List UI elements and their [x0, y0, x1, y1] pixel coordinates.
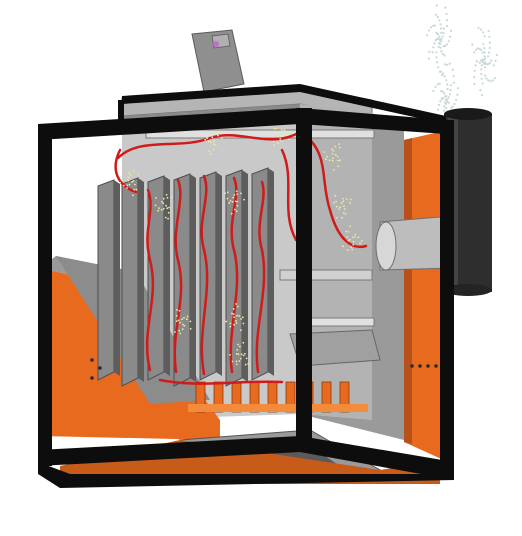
spark-cluster — [119, 170, 140, 197]
fin — [173, 173, 196, 387]
flue-connector-end — [375, 221, 397, 271]
spark-cluster — [174, 309, 192, 335]
middle-pipe — [279, 269, 373, 281]
fuel-hatch — [191, 29, 245, 93]
vent-hole — [426, 364, 430, 368]
grate-rail — [188, 404, 368, 412]
smoke-puff — [426, 4, 453, 77]
heat-exchanger-fins — [97, 167, 274, 387]
spark-cluster — [333, 194, 352, 219]
vent-hole — [90, 358, 94, 362]
flame-path — [158, 378, 284, 385]
spark-cluster — [224, 190, 245, 215]
fin — [121, 177, 144, 387]
fin — [251, 167, 274, 381]
spark-cluster — [229, 341, 250, 366]
flame-path — [114, 148, 138, 194]
spark-cluster — [323, 143, 341, 171]
vent-hole — [98, 366, 102, 370]
vent-holes — [90, 358, 438, 380]
fin — [199, 171, 222, 381]
flame-path — [200, 174, 209, 376]
hatch-knob — [213, 41, 219, 47]
flame-path — [145, 188, 155, 372]
vent-hole — [418, 364, 422, 368]
flame-path — [280, 148, 298, 242]
vent-hole — [434, 364, 438, 368]
flame-path — [298, 130, 368, 249]
fin — [225, 169, 248, 387]
fin — [147, 175, 170, 381]
vent-hole — [90, 376, 94, 380]
spark-cluster — [225, 303, 245, 332]
fin — [97, 179, 120, 381]
flame-path — [229, 176, 239, 374]
right-side-panel — [404, 130, 448, 462]
smoke-puff — [432, 68, 460, 137]
flame-path — [116, 130, 302, 160]
smoke-icon — [426, 4, 498, 137]
outer-frame — [38, 84, 454, 488]
right-side-panel-shade — [404, 138, 412, 444]
vent-hole — [410, 364, 414, 368]
spark-cluster — [204, 126, 223, 155]
smoke-puff — [471, 26, 498, 97]
flame-path — [255, 180, 266, 374]
spark-cluster — [154, 193, 173, 220]
flame-path-icon — [114, 130, 368, 385]
flame-path — [173, 178, 183, 374]
spark-icon — [119, 119, 363, 366]
spark-cluster — [342, 225, 363, 252]
